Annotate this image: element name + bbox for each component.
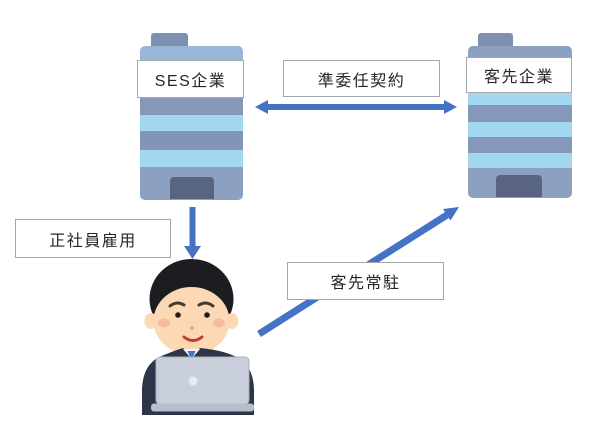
client-company-label: 客先企業 [466, 57, 572, 93]
building-door-icon [170, 177, 214, 199]
onsite-at-client-label: 客先常駐 [287, 262, 444, 300]
building-roof-icon [151, 33, 188, 49]
quasi-delegation-contract-label: 準委任契約 [283, 60, 440, 97]
laptop-icon [151, 356, 254, 412]
ses-company-label: SES企業 [137, 60, 244, 98]
quasi-delegation-contract-arrow-icon [255, 100, 457, 114]
building-door-icon [496, 175, 542, 197]
employment-down-arrow-icon [184, 207, 201, 259]
full-time-employment-label: 正社員雇用 [15, 219, 171, 258]
businessman-with-laptop-illustration [142, 259, 254, 415]
building-roof-icon [478, 33, 513, 49]
businessman-icon [142, 259, 254, 415]
